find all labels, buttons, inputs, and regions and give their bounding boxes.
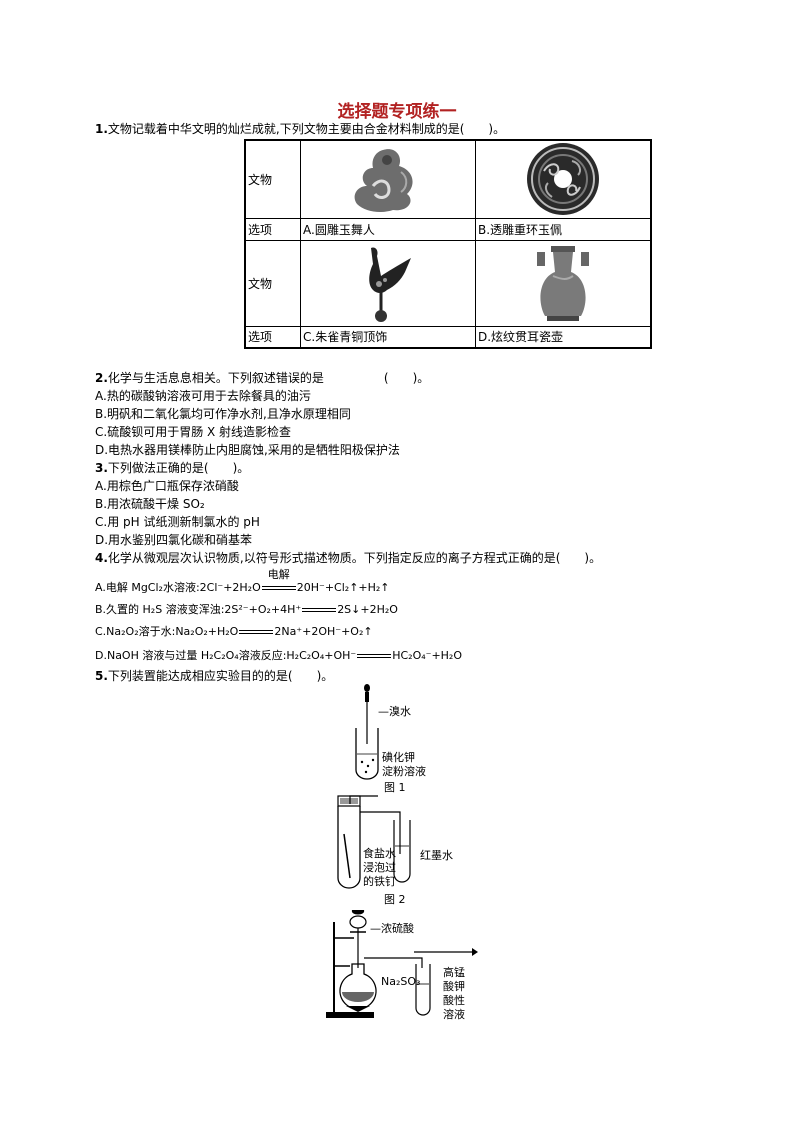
option-b: B.明矾和二氧化氯均可作净水剂,且净水原理相同 xyxy=(95,407,351,421)
iron-nail-label: 的铁钉 xyxy=(363,875,396,888)
red-ink-label: 红墨水 xyxy=(420,849,453,862)
equation-left: D.NaOH 溶液与过量 H₂C₂O₄溶液反应:H₂C₂O₄+OH⁻ xyxy=(95,649,357,662)
equation-left: A.电解 MgCl₂水溶液:2Cl⁻+2H₂O xyxy=(95,581,261,594)
salt-water-label: 食盐水 xyxy=(363,847,396,860)
equation-right: 2Na⁺+2OH⁻+O₂↑ xyxy=(274,625,373,638)
equation-left: C.Na₂O₂溶于水:Na₂O₂+H₂O xyxy=(95,625,239,638)
option-d: D.炫纹贯耳瓷壶 xyxy=(475,325,652,349)
option-b: B.久置的 H₂S 溶液变浑浊:2S²⁻+O₂+4H⁺ 2S↓+2H₂O xyxy=(95,602,398,618)
bromine-water-label: —溴水 xyxy=(378,705,411,718)
option-c: C.朱雀青铜顶饰 xyxy=(300,325,476,349)
option-d: D.NaOH 溶液与过量 H₂C₂O₄溶液反应:H₂C₂O₄+OH⁻ HC₂O₄⁻… xyxy=(95,648,462,664)
relic-image-b xyxy=(475,139,652,219)
sodium-sulfite-label: Na₂SO₃ xyxy=(381,975,421,988)
question-number: 5. xyxy=(95,669,108,683)
question-text: 文物记载着中华文明的灿烂成就,下列文物主要由合金材料制成的是( )。 xyxy=(107,122,506,136)
relic-image-d xyxy=(475,239,652,327)
figure-1-apparatus xyxy=(355,684,379,780)
option-c: C.Na₂O₂溶于水:Na₂O₂+H₂O 2Na⁺+2OH⁻+O₂↑ xyxy=(95,624,373,640)
question-number: 2. xyxy=(95,371,108,385)
equals-sign xyxy=(302,608,337,612)
soaked-label: 浸泡过 xyxy=(363,861,396,874)
row-label: 选项 xyxy=(244,217,301,241)
question-1: 1.文物记载着中华文明的灿烂成就,下列文物主要由合金材料制成的是( )。 xyxy=(95,121,505,137)
option-a: A.用棕色广口瓶保存浓硝酸 xyxy=(95,479,239,493)
starch-label: 淀粉溶液 xyxy=(382,765,426,778)
figure-2-caption: 图 2 xyxy=(384,893,406,906)
option-c: C.硫酸钡可用于胃肠 X 射线造影检查 xyxy=(95,425,292,439)
question-text: 化学从微观层次认识物质,以符号形式描述物质。下列指定反应的离子方程式正确的是( … xyxy=(107,551,602,565)
question-3: 3.下列做法正确的是( )。 xyxy=(95,460,249,476)
porcelain-vase-icon xyxy=(537,246,589,321)
condition-label: 电解 xyxy=(267,568,290,581)
equation-right: 2S↓+2H₂O xyxy=(337,603,398,616)
equation-left: B.久置的 H₂S 溶液变浑浊:2S²⁻+O₂+4H⁺ xyxy=(95,603,302,616)
question-4: 4.化学从微观层次认识物质,以符号形式描述物质。下列指定反应的离子方程式正确的是… xyxy=(95,550,601,566)
bronze-bird-icon xyxy=(369,247,411,322)
relic-image-c xyxy=(300,239,476,327)
question-number: 1. xyxy=(95,122,108,136)
jade-dancer-icon xyxy=(354,149,413,213)
option-b: B.透雕重环玉佩 xyxy=(475,217,652,241)
ki-label: 碘化钾 xyxy=(382,751,415,764)
option-a: A.热的碳酸钠溶液可用于去除餐具的油污 xyxy=(95,389,311,403)
question-number: 3. xyxy=(95,461,108,475)
figure-3-apparatus xyxy=(326,910,478,1018)
equals-sign xyxy=(239,630,274,634)
option-d: D.电热水器用镁棒防止内胆腐蚀,采用的是牺牲阳极保护法 xyxy=(95,443,400,457)
option-b: B.用浓硫酸干燥 SO₂ xyxy=(95,497,205,511)
equation-right: 20H⁻+Cl₂↑+H₂↑ xyxy=(296,581,390,594)
permanganate-label-1: 高锰 xyxy=(443,966,465,979)
question-2: 2.化学与生活息息相关。下列叙述错误的是 ( )。 xyxy=(95,370,429,386)
row-label: 选项 xyxy=(244,325,301,349)
option-a: A.电解 MgCl₂水溶液:2Cl⁻+2H₂O 电解 20H⁻+Cl₂↑+H₂↑ xyxy=(95,568,390,596)
option-d: D.用水鉴别四氯化碳和硝基苯 xyxy=(95,533,253,547)
relic-image-a xyxy=(300,139,476,219)
option-c: C.用 pH 试纸测新制氯水的 pH xyxy=(95,515,260,529)
permanganate-label-3: 酸性 xyxy=(443,994,465,1007)
equals-sign xyxy=(357,654,392,658)
question-text: 下列做法正确的是( )。 xyxy=(107,461,250,475)
question-5: 5.下列装置能达成相应实验目的的是( )。 xyxy=(95,668,333,684)
question-number: 4. xyxy=(95,551,108,565)
page-title: 选择题专项练一 xyxy=(337,102,457,122)
question-text: 化学与生活息息相关。下列叙述错误的是 ( )。 xyxy=(107,371,430,385)
equation-right: HC₂O₄⁻+H₂O xyxy=(392,649,462,662)
conc-sulfuric-acid-label: —浓硫酸 xyxy=(370,922,414,935)
figure-1-caption: 图 1 xyxy=(384,781,406,794)
row-label: 文物 xyxy=(244,139,301,219)
relic-table: 文物 xyxy=(244,139,652,349)
row-label: 文物 xyxy=(244,239,301,327)
permanganate-label-4: 溶液 xyxy=(443,1008,465,1021)
equation-arrow: 电解 xyxy=(261,568,297,596)
figure-2-apparatus xyxy=(337,795,411,889)
permanganate-label-2: 酸钾 xyxy=(443,980,465,993)
jade-pendant-icon xyxy=(527,143,599,216)
option-a: A.圆雕玉舞人 xyxy=(300,217,476,241)
question-text: 下列装置能达成相应实验目的的是( )。 xyxy=(107,669,334,683)
